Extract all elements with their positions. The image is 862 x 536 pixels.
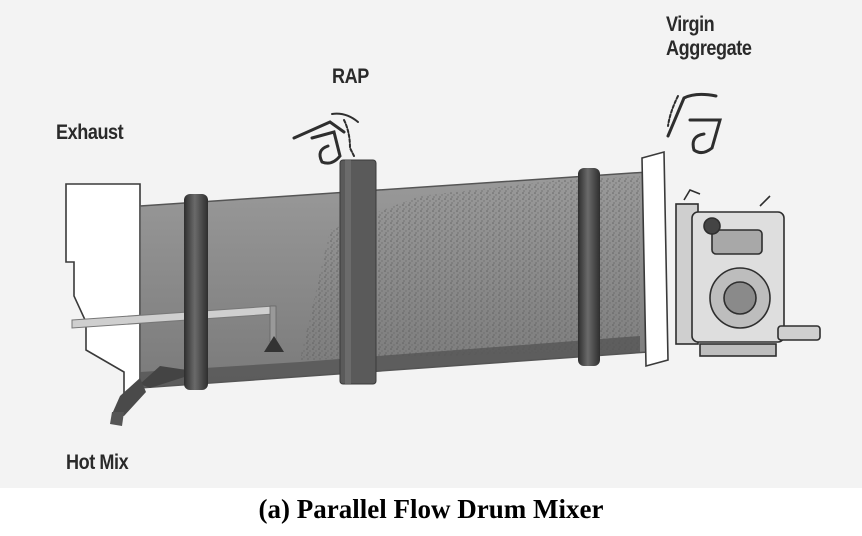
hot-mix-label: Hot Mix: [66, 451, 129, 474]
rap-feed-hopper-icon: [292, 112, 359, 165]
drum-body: [139, 171, 649, 389]
burner-icon: [675, 189, 821, 357]
hot-mix-discharge: [110, 378, 146, 426]
drum-riding-ring-right: [578, 168, 600, 366]
rap-label: RAP: [332, 65, 369, 88]
rap-feed-chute: [339, 159, 377, 385]
exhaust-label: Exhaust: [56, 121, 124, 144]
virgin-aggregate-feed-hopper-icon: [666, 92, 722, 155]
internal-pipe: [71, 305, 284, 352]
virgin-label: Virgin: [666, 13, 715, 36]
feed-end-wall: [641, 150, 669, 368]
exhaust-housing: [65, 183, 141, 397]
figure-caption: (a) Parallel Flow Drum Mixer: [258, 494, 604, 524]
drum-riding-ring-left: [184, 194, 208, 390]
drum-mixer-illustration: [65, 92, 821, 426]
aggregate-label: Aggregate: [666, 37, 752, 60]
drum-mixer-diagram: Exhaust RAP Virgin Aggregate Hot Mix: [0, 0, 862, 488]
